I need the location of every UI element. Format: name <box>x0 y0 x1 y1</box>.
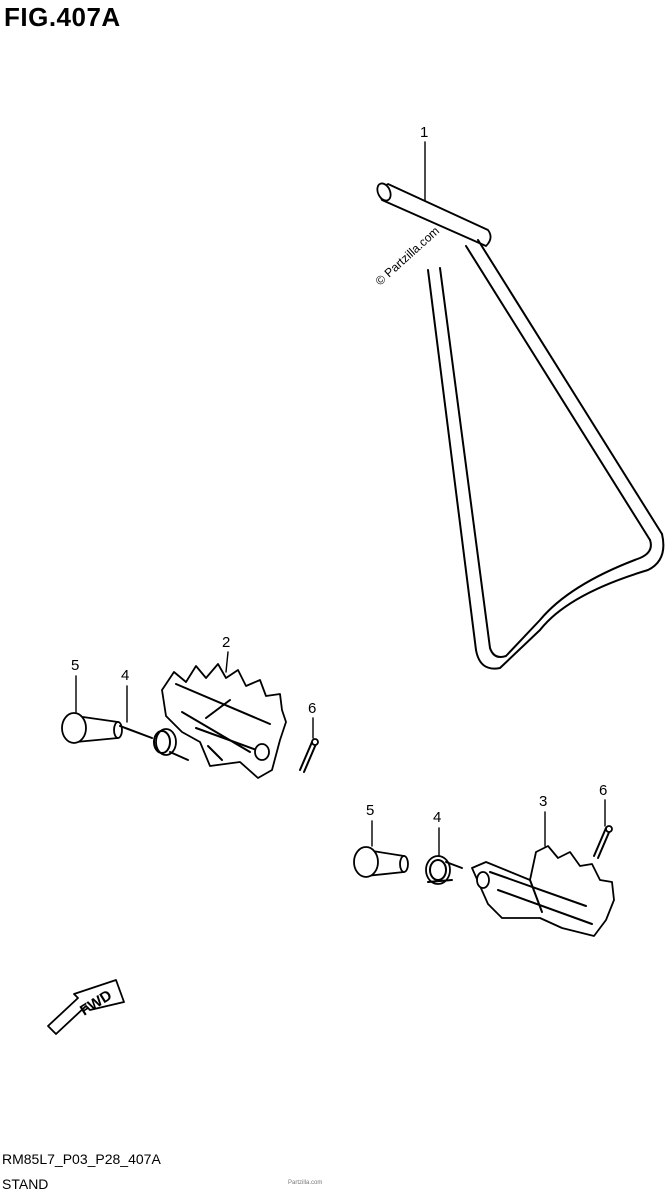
callout-5-left: 5 <box>71 657 79 674</box>
small-watermark: Partzilla.com <box>288 1180 323 1186</box>
callout-6-left: 6 <box>308 700 316 717</box>
figure-name: STAND <box>2 1176 49 1192</box>
partzilla-watermark: © Partzilla.com <box>373 224 442 289</box>
cotter-pin-left[interactable] <box>299 738 319 773</box>
figure-title: FIG.407A <box>4 2 121 32</box>
footrest-left[interactable] <box>161 663 287 779</box>
spring-left[interactable] <box>119 725 189 761</box>
cotter-pin-right[interactable] <box>593 825 613 859</box>
callout-3: 3 <box>539 793 547 810</box>
footrest-right[interactable] <box>471 845 615 937</box>
pin-left[interactable] <box>61 712 123 744</box>
pin-right[interactable] <box>353 846 409 878</box>
leader-2 <box>225 651 229 673</box>
stand-part[interactable] <box>375 181 665 670</box>
callout-5-right: 5 <box>366 802 374 819</box>
callout-4-right: 4 <box>433 809 441 826</box>
callout-1: 1 <box>420 124 428 141</box>
callout-6-right: 6 <box>599 782 607 799</box>
figure-code: RM85L7_P03_P28_407A <box>2 1151 161 1167</box>
spring-right[interactable] <box>425 855 463 885</box>
callout-2: 2 <box>222 634 230 651</box>
callout-4-left: 4 <box>121 667 129 684</box>
fwd-direction-arrow: FWD <box>47 979 125 1035</box>
